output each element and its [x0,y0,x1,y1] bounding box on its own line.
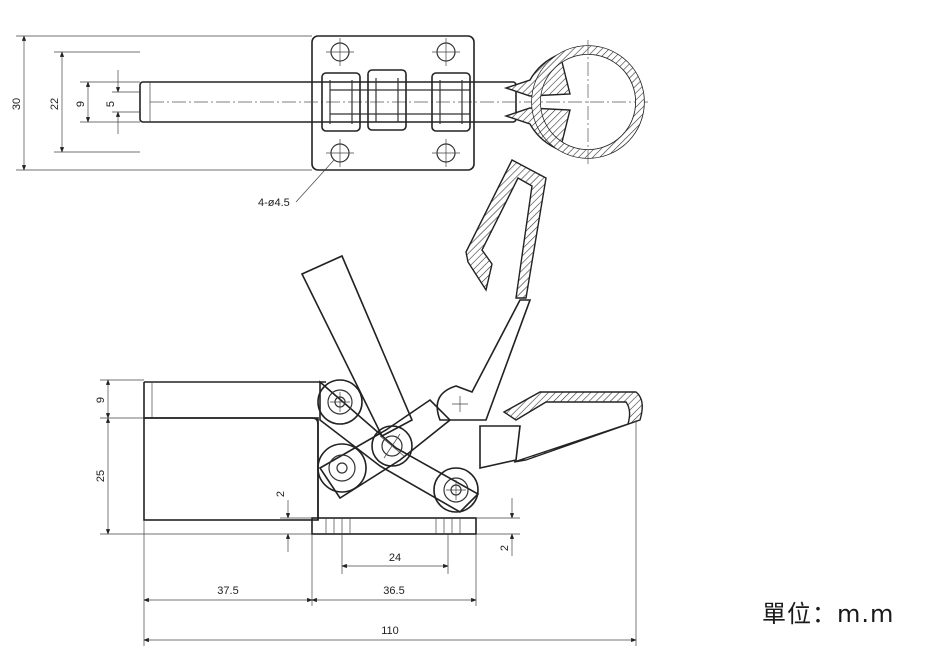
mounting-holes [326,38,460,167]
top-handle-ring [503,40,645,164]
dim-36-5: 36.5 [383,585,404,597]
dim-22: 22 [49,98,61,110]
side-view: 9 25 2 2 24 37.5 36.5 110 [95,159,643,646]
dim-5: 5 [105,101,117,107]
dim-9-side: 9 [95,397,107,403]
side-linkage [317,379,480,513]
dim-25: 25 [95,470,107,482]
dim-9-top: 9 [75,101,87,107]
dim-24: 24 [389,552,401,564]
unit-label: 單位：m.m [762,600,895,628]
hole-callout-text: 4-ø4.5 [258,197,290,209]
top-view: 4-ø4.5 30 22 9 5 [11,35,650,209]
dim-30: 30 [11,98,23,110]
side-handle-closed [479,391,643,469]
side-base-plate [311,517,477,535]
dim-2-right: 2 [499,545,511,551]
dim-110: 110 [381,625,399,637]
dim-37-5: 37.5 [217,585,238,597]
top-linkage [321,69,471,132]
side-handle-open [300,159,547,438]
top-dimensions: 30 22 9 5 [11,35,312,171]
side-dimensions: 9 25 2 2 24 37.5 36.5 110 [95,379,637,646]
top-base-plate [311,35,475,171]
dim-2-left: 2 [275,491,287,497]
side-plunger [143,381,326,521]
